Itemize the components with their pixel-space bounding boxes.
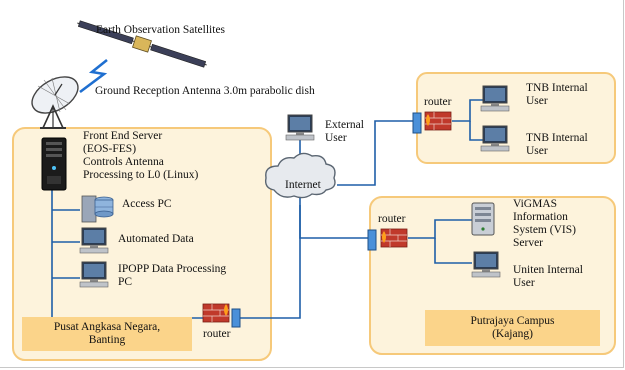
- putrajaya-firewall-icon: [380, 228, 408, 248]
- putrajaya-device-links: [408, 219, 472, 239]
- putrajaya-site-label: Putrajaya Campus (Kajang): [425, 310, 600, 346]
- tnb-user-computer-icon: [480, 125, 510, 152]
- tnb-user-links: [452, 99, 483, 122]
- putrajaya-router-icon: [367, 229, 377, 251]
- automated-data-label: Automated Data: [118, 233, 194, 245]
- banting-router-icon: [231, 308, 241, 328]
- satellite-icon: [77, 20, 207, 68]
- external-user-computer-icon: [285, 114, 315, 141]
- front-end-server-label: Front End Server (EOS-FES) Controls Ante…: [83, 130, 199, 181]
- ipopp-monitor-icon: [79, 261, 109, 288]
- internet-to-tnb-link: [337, 120, 413, 186]
- banting-router-label: router: [203, 328, 231, 340]
- ground-antenna-label: Ground Reception Antenna 3.0m parabolic …: [95, 85, 315, 97]
- tnb-user2-label: TNB Internal User: [526, 132, 588, 157]
- downlink-bolt-icon: [79, 58, 108, 94]
- vis-server-icon: [471, 202, 495, 236]
- tnb-router-icon: [412, 112, 422, 134]
- ground-dish-icon: [31, 76, 79, 129]
- uniten-user-label: Uniten Internal User: [513, 264, 583, 289]
- banting-site-box: [12, 127, 272, 361]
- access-pc-icon: [81, 195, 114, 223]
- putrajaya-router-label: router: [378, 213, 406, 225]
- satellites-label: Earth Observation Satellites: [96, 24, 226, 36]
- internet-to-putrajaya-link: [299, 205, 368, 239]
- external-user-label: External User: [325, 119, 364, 144]
- internet-label: Internet: [285, 179, 321, 191]
- tnb-user-computer-icon: [480, 85, 510, 112]
- server-tower-icon: [41, 137, 67, 191]
- banting-firewall-icon: [202, 303, 230, 323]
- ipopp-label: IPOPP Data Processing PC: [118, 263, 227, 288]
- internet-cloud-icon: [264, 152, 336, 199]
- vigmas-label: ViGMAS Information System (VIS) Server: [513, 198, 576, 249]
- tnb-user1-label: TNB Internal User: [526, 82, 588, 107]
- banting-site-label: Pusat Angkasa Negara, Banting: [22, 317, 192, 351]
- tnb-router-label: router: [424, 96, 452, 108]
- tnb-firewall-icon: [424, 111, 452, 131]
- uniten-user-computer-icon: [471, 251, 501, 278]
- access-pc-label: Access PC: [122, 198, 172, 210]
- automated-data-monitor-icon: [79, 227, 109, 254]
